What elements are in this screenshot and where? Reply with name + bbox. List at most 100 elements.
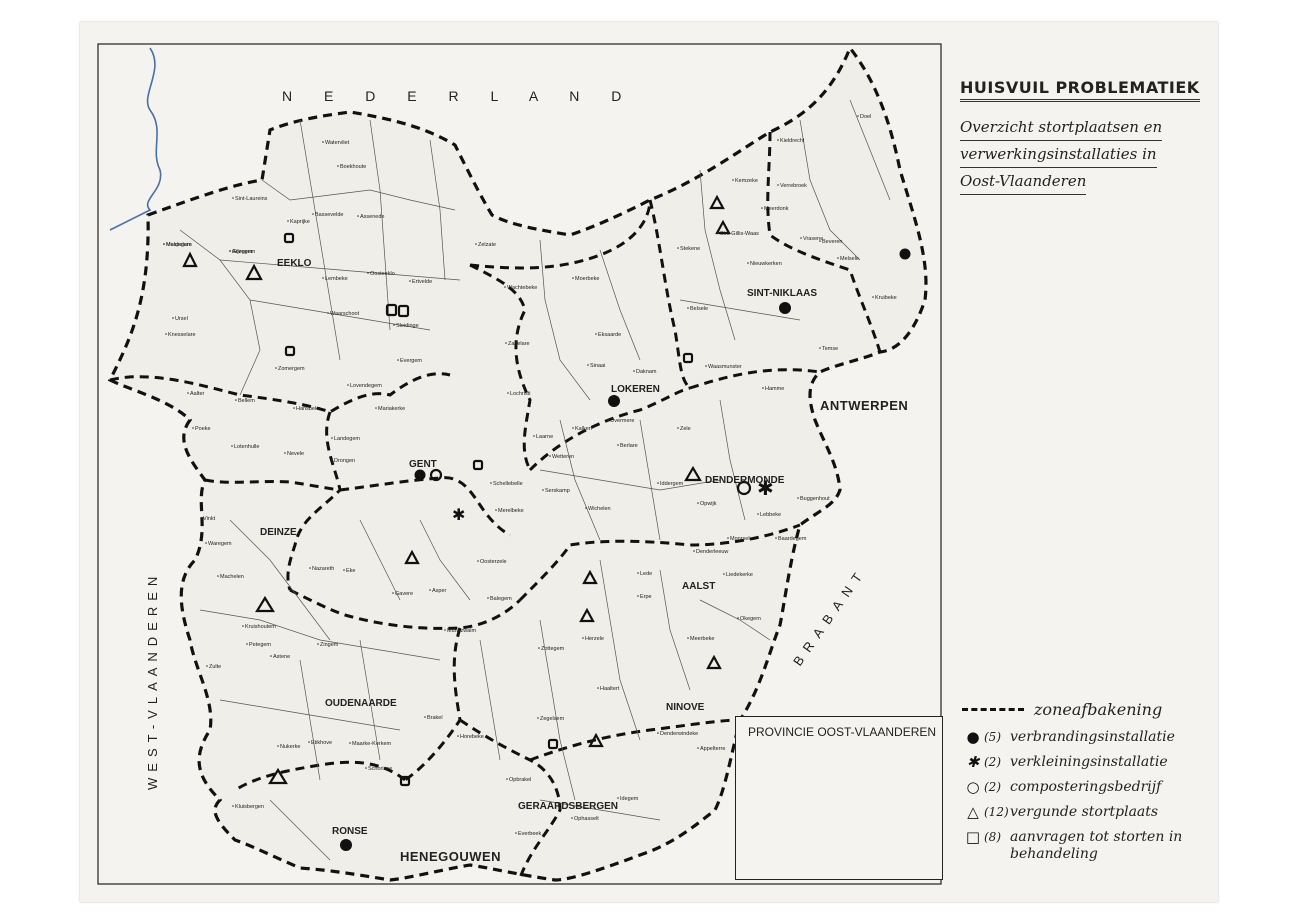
compost-marker bbox=[736, 480, 752, 496]
municipality-dot bbox=[687, 637, 689, 639]
municipality-dot bbox=[343, 569, 345, 571]
municipality-label: Balegem bbox=[490, 596, 512, 602]
city-label: GENT bbox=[409, 459, 437, 470]
legend-label: vergunde stortplaats bbox=[1010, 804, 1159, 820]
municipality-label: Bellem bbox=[238, 398, 255, 404]
municipality-dot bbox=[393, 324, 395, 326]
legend-item: ✱(2)verkleiningsinstallatie bbox=[962, 754, 1212, 771]
city-label: RONSE bbox=[332, 826, 368, 837]
municipality-dot bbox=[392, 592, 394, 594]
municipality-label: Belsele bbox=[690, 306, 708, 312]
municipality-label: Denderwindeke bbox=[660, 731, 698, 737]
municipality-dot bbox=[537, 717, 539, 719]
legend-label: verbrandingsinstallatie bbox=[1010, 729, 1175, 745]
municipality-dot bbox=[331, 459, 333, 461]
municipality-dot bbox=[235, 399, 237, 401]
municipality-dot bbox=[232, 197, 234, 199]
municipality-dot bbox=[617, 444, 619, 446]
municipality-label: Lembeke bbox=[325, 276, 348, 282]
municipality-label: Lede bbox=[640, 571, 652, 577]
municipality-dot bbox=[357, 215, 359, 217]
municipality-label: Lotenhulle bbox=[234, 444, 259, 450]
municipality-dot bbox=[475, 243, 477, 245]
legend-item: △(12)vergunde stortplaats bbox=[962, 804, 1212, 821]
municipality-label: Aalter bbox=[190, 391, 205, 397]
municipality-dot bbox=[538, 647, 540, 649]
municipality-label: Zegelsem bbox=[540, 716, 565, 722]
municipality-label: Poeke bbox=[195, 426, 211, 432]
municipality-label: Moerbeke bbox=[575, 276, 599, 282]
municipality-label: Meerbeke bbox=[690, 636, 714, 642]
municipality-label: Watervliet bbox=[325, 140, 350, 146]
municipality-dot bbox=[444, 629, 446, 631]
municipality-label: Daknam bbox=[636, 369, 657, 375]
municipality-dot bbox=[542, 489, 544, 491]
municipality-dot bbox=[349, 742, 351, 744]
municipality-label: Kruishoutem bbox=[245, 624, 276, 630]
municipality-dot bbox=[322, 141, 324, 143]
province-outline bbox=[107, 44, 928, 882]
municipality-label: Temse bbox=[822, 346, 838, 352]
municipality-label: Nevele bbox=[287, 451, 304, 457]
municipality-label: Opbrakel bbox=[509, 777, 531, 783]
circle-icon: ○ bbox=[966, 778, 980, 796]
municipality-dot bbox=[572, 277, 574, 279]
municipality-dot bbox=[777, 184, 779, 186]
municipality-label: Wetteren bbox=[552, 454, 574, 460]
municipality-label: Sinaai bbox=[590, 363, 605, 369]
shredder-marker: ✱ bbox=[452, 505, 465, 524]
municipality-dot bbox=[717, 232, 719, 234]
pending-markers bbox=[283, 232, 694, 787]
municipality-dot bbox=[457, 735, 459, 737]
municipality-dot bbox=[504, 286, 506, 288]
municipality-label: Haaltert bbox=[600, 686, 620, 692]
municipality-label: Munkzwalm bbox=[447, 628, 476, 634]
municipality-label: Doel bbox=[860, 114, 871, 120]
municipality-dot bbox=[819, 347, 821, 349]
asterisk-icon: ✱ bbox=[966, 753, 980, 771]
map-title: HUISVUIL PROBLEMATIEK bbox=[960, 78, 1200, 102]
municipality-label: Wachtebeke bbox=[507, 285, 537, 291]
municipality-dot bbox=[317, 643, 319, 645]
municipality-dot bbox=[242, 625, 244, 627]
municipality-dot bbox=[657, 482, 659, 484]
municipality-label: Schellebelle bbox=[493, 481, 523, 487]
municipality-dot bbox=[231, 445, 233, 447]
legend-count: (8) bbox=[984, 830, 1001, 844]
municipality-label: Drongen bbox=[334, 458, 355, 464]
municipality-label: Moorsel bbox=[730, 536, 750, 542]
municipality-label: Sint-Laureins bbox=[235, 196, 268, 202]
municipality-label: Oosterzele bbox=[480, 559, 507, 565]
city-label: DENDERMONDE bbox=[705, 475, 785, 486]
municipality-label: Gavere bbox=[395, 591, 413, 597]
municipality-dot bbox=[409, 280, 411, 282]
title-block: HUISVUIL PROBLEMATIEK Overzicht stortpla… bbox=[960, 78, 1200, 195]
city-labels: EEKLO SINT-NIKLAAS LOKEREN GENT DENDERMO… bbox=[260, 258, 817, 837]
municipality-dot bbox=[375, 407, 377, 409]
map-subtitle: Overzicht stortplaatsen en verwerkingsin… bbox=[960, 114, 1200, 195]
municipality-label: Zulte bbox=[209, 664, 221, 670]
municipality-dot bbox=[549, 455, 551, 457]
municipality-dot bbox=[777, 139, 779, 141]
municipality-label: Knesselare bbox=[168, 332, 196, 338]
municipality-label: Ophasselt bbox=[574, 816, 599, 822]
municipality-label: Appelterre bbox=[700, 746, 725, 752]
municipality-dot bbox=[495, 509, 497, 511]
municipality-label: Nieuwkerken bbox=[750, 261, 782, 267]
zone-boundaries bbox=[109, 131, 882, 879]
municipality-label: Buggenhout bbox=[800, 496, 830, 502]
municipality-label: Serskamp bbox=[545, 488, 570, 494]
municipality-label: Zingem bbox=[320, 642, 339, 648]
municipality-dot bbox=[424, 716, 426, 718]
municipality-label: Machelen bbox=[220, 574, 244, 580]
municipality-label: Maarke-Kerkem bbox=[352, 741, 392, 747]
municipality-label: Schorisse bbox=[368, 766, 392, 772]
municipality-label: Everbeek bbox=[518, 831, 541, 837]
municipality-dot bbox=[337, 165, 339, 167]
municipality-label: Kieldrecht bbox=[780, 138, 805, 144]
municipality-dot bbox=[657, 732, 659, 734]
municipality-dot bbox=[347, 384, 349, 386]
municipality-label: Zele bbox=[680, 426, 691, 432]
compost-marker bbox=[429, 468, 443, 482]
municipality-dot bbox=[727, 537, 729, 539]
